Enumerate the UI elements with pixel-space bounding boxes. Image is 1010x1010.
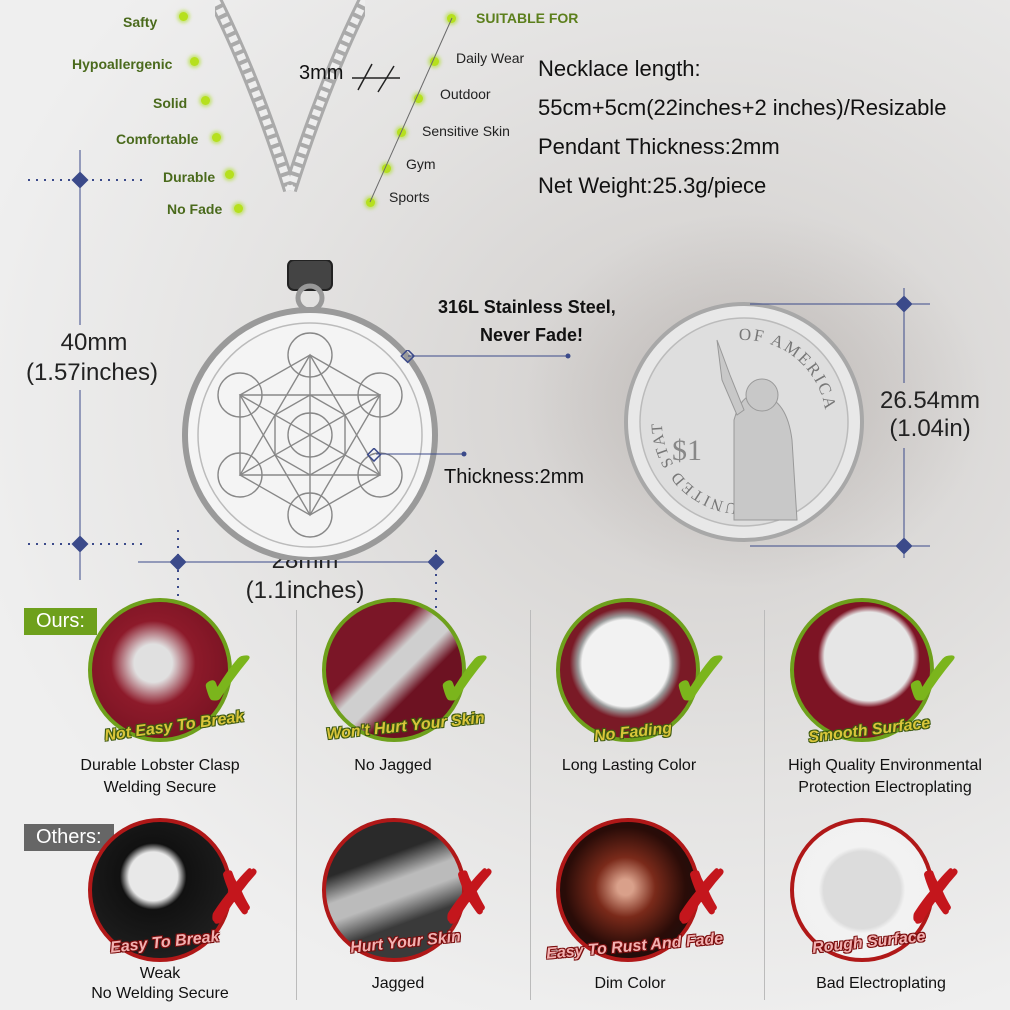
feature-dot (234, 204, 243, 213)
suitable-dot (414, 94, 423, 103)
ours-caption-1b: Welding Secure (103, 779, 217, 796)
cross-icon: ✗ (672, 858, 733, 938)
pendant-height-inches: (1.57inches) (25, 359, 159, 386)
others-label: Others: (24, 824, 114, 851)
pendant-dimension-guides (28, 150, 445, 610)
feature-dot (190, 57, 199, 66)
feature-dot (201, 96, 210, 105)
cross-icon: ✗ (205, 858, 266, 938)
suitable-daily-wear: Daily Wear (456, 50, 525, 66)
thickness-label: Thickness:2mm (444, 466, 585, 488)
suitable-dot (366, 198, 375, 207)
pendant-width-inches: (1.1inches) (245, 577, 365, 604)
spec-necklace-length-value: 55cm+5cm(22inches+2 inches)/Resizable (538, 95, 947, 120)
others-caption-4a: Bad Electroplating (816, 975, 946, 992)
suitable-sports: Sports (389, 189, 430, 205)
feature-dot (225, 170, 234, 179)
others-pendant-image (556, 818, 700, 962)
check-icon: ✓ (432, 635, 500, 724)
ours-pendant-image (556, 598, 700, 742)
feature-dot (212, 133, 221, 142)
chain-thickness-marker (352, 63, 400, 93)
ours-chain-image (322, 598, 466, 742)
ours-label: Ours: (24, 608, 97, 635)
others-surface-image (790, 818, 934, 962)
thickness-callout-line (366, 448, 467, 463)
ours-caption-4b: Protection Electroplating (798, 779, 972, 796)
feature-hypoallergenic: Hypoallergenic (72, 56, 173, 72)
ours-caption-4a: High Quality Environmental (788, 757, 982, 774)
others-chain-image (322, 818, 466, 962)
feature-safty: Safty (123, 14, 158, 30)
grid-divider (296, 610, 297, 1000)
feature-durable: Durable (163, 169, 216, 185)
coin-value: $1 (672, 434, 702, 467)
others-caption-1a: Weak (139, 965, 181, 982)
ours-caption-2a: No Jagged (354, 757, 432, 774)
ours-surface-image (790, 598, 934, 742)
suitable-dot (430, 57, 439, 66)
grid-divider (764, 610, 765, 1000)
suitable-for-title: SUITABLE FOR (476, 10, 579, 26)
suitable-gym: Gym (406, 156, 436, 172)
ours-caption-1a: Durable Lobster Clasp (80, 757, 240, 774)
feature-no-fade: No Fade (167, 201, 223, 217)
check-icon: ✓ (900, 635, 968, 724)
others-caption-2a: Jagged (371, 975, 425, 992)
spec-net-weight: Net Weight:25.3g/piece (538, 173, 767, 198)
check-icon: ✓ (195, 635, 263, 724)
pendant-image (182, 260, 438, 560)
spec-necklace-length-label: Necklace length: (538, 56, 701, 81)
suitable-connector-line (369, 17, 453, 203)
material-line-2: Never Fade! (480, 325, 584, 345)
cross-icon: ✗ (906, 858, 967, 938)
material-line-1: 316L Stainless Steel, (438, 297, 616, 317)
check-icon: ✓ (668, 635, 736, 724)
others-clasp-image (88, 818, 232, 962)
others-caption-1b: No Welding Secure (91, 985, 229, 1002)
suitable-sensitive-skin: Sensitive Skin (422, 123, 510, 139)
coin-dimension-guides (750, 288, 930, 558)
coin-size-inches: (1.04in) (889, 415, 971, 442)
coin-image: OF AMERICA UNITED STATES $1 (622, 300, 864, 542)
pendant-callout-lines (400, 350, 571, 455)
suitable-outdoor: Outdoor (440, 86, 491, 102)
chain-thickness-label: 3mm (299, 62, 344, 84)
others-caption-3a: Dim Color (594, 975, 666, 992)
chain-image (215, 0, 365, 193)
pendant-height-mm: 40mm (60, 329, 128, 356)
feature-dot (179, 12, 188, 21)
feature-solid: Solid (153, 95, 188, 111)
feature-comfortable: Comfortable (116, 131, 199, 147)
grid-divider (530, 610, 531, 1000)
cross-icon: ✗ (440, 858, 501, 938)
spec-pendant-thickness: Pendant Thickness:2mm (538, 134, 780, 159)
suitable-dot (382, 164, 391, 173)
ours-clasp-image (88, 598, 232, 742)
coin-size-mm: 26.54mm (879, 387, 981, 414)
ours-caption-3a: Long Lasting Color (561, 757, 697, 774)
